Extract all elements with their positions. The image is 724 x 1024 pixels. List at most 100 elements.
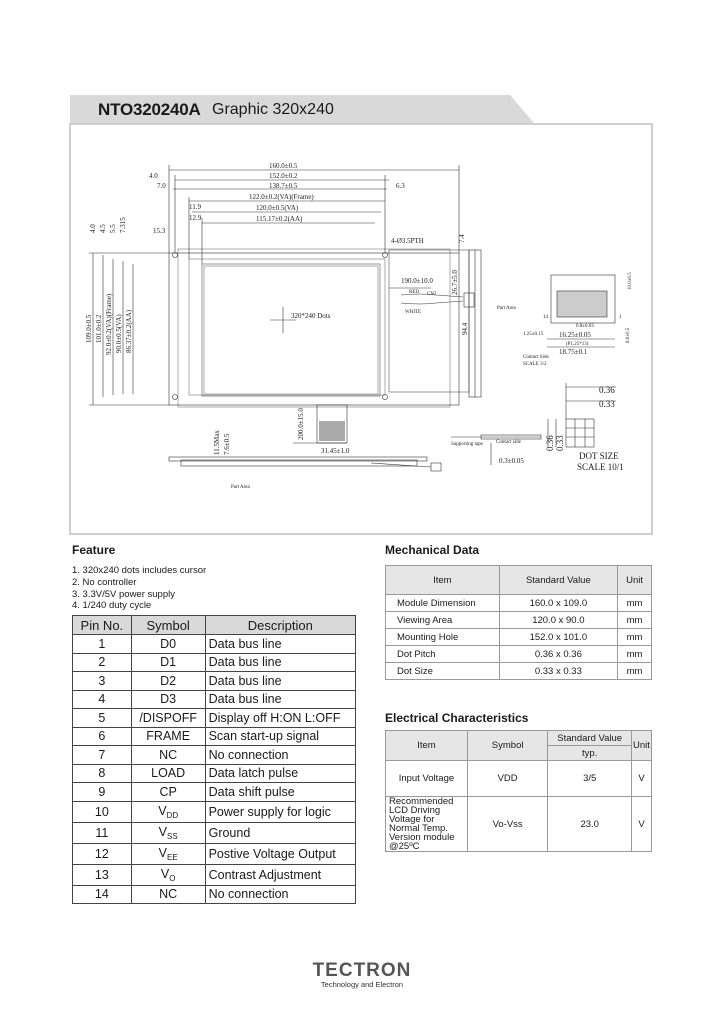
header-banner [70, 95, 534, 123]
brand-logo: TECTRON Technology and Electron [300, 960, 424, 989]
pin-number: 6 [72, 726, 132, 746]
table-row: 4 D3 Data bus line [72, 689, 357, 709]
pin-symbol-text: FRAME [146, 729, 191, 744]
dim-hole: 4-Ø3.5PTH [391, 237, 424, 245]
dim-tab-pitch-total: 16.25±0.05 [559, 331, 591, 339]
brand-tagline: Technology and Electron [320, 980, 404, 989]
supporting-tape-label: Supporting tape [451, 442, 484, 447]
part-description: Graphic 320x240 [212, 101, 334, 118]
connector-label: CN2 [427, 292, 437, 297]
pin-table-header: Pin No. Symbol Description [72, 615, 357, 635]
dot-size-b: 0.33 [555, 435, 565, 451]
pin-number: 2 [72, 652, 132, 672]
mech-item: Module Dimension [385, 594, 500, 612]
pin-number: 10 [72, 800, 132, 823]
dim-tab-pitch: 0.8±0.03 [576, 324, 594, 329]
pin-symbol: D0 [130, 634, 206, 654]
mechanical-table: Item Standard Value Unit Module Dimensio… [385, 565, 652, 680]
dim-side-va: 90.0±0.5(VA) [115, 314, 123, 353]
pin-number: 4 [72, 689, 132, 709]
pin-description: Data bus line [204, 652, 357, 672]
mech-item: Viewing Area [385, 611, 500, 629]
dim-aa: 115.17±0.2(AA) [256, 215, 303, 223]
mech-header-item: Item [385, 565, 500, 595]
pin-description: Data shift pulse [204, 782, 357, 802]
dim-vert-4: 4.0 [89, 224, 97, 233]
dim-thickness: 7.6±0.5 [223, 433, 231, 455]
header-description: Description [204, 615, 357, 635]
contact-side-scale: Contact Side [523, 355, 549, 360]
pin-description: Scan start-up signal [204, 726, 357, 746]
pin-symbol-text: D3 [160, 692, 177, 707]
pin-number: 5 [72, 708, 132, 728]
electrical-table: Item Symbol Standard Value Unit typ. Inp… [385, 730, 653, 852]
table-row: 6 FRAME Scan start-up signal [72, 726, 357, 746]
dim-tab-total: 18.75±0.1 [559, 348, 588, 356]
dim-side-height: 109.0±0.5 [85, 314, 93, 343]
elec-unit: V [630, 796, 653, 852]
pin-description: No connection [204, 884, 357, 904]
pin-description: Data latch pulse [204, 763, 357, 783]
tab-pin-count: 14 [543, 315, 549, 320]
pin-description: Display off H:ON L:OFF [204, 708, 357, 728]
dim-offset-4: 4.0 [149, 172, 158, 180]
scale-101: SCALE 10/1 [577, 462, 624, 472]
dim-offset-7: 7.0 [157, 182, 166, 190]
dim-vert-45: 4.5 [99, 224, 107, 233]
dim-mount-width: 152.0±0.2 [269, 172, 298, 180]
elec-header-item: Item [385, 730, 468, 761]
pin-description: Data bus line [204, 671, 357, 691]
dim-vert-55: 5.5 [109, 224, 117, 233]
pin-number: 12 [72, 842, 132, 865]
elec-item: Input Voltage [385, 760, 468, 797]
mech-value: 120.0 x 90.0 [498, 611, 619, 629]
dim-tab-width: 31.45±1.0 [321, 447, 350, 455]
center-dots-label: 320*240 Dots [291, 312, 331, 320]
pin-symbol-subscript: SS [166, 831, 178, 841]
pin-description: Data bus line [204, 634, 357, 654]
pin-symbol: D1 [130, 652, 206, 672]
dim-tab-height: 94.4 [461, 322, 469, 335]
banner-shape [70, 95, 534, 123]
pin-symbol-text: /DISPOFF [139, 710, 197, 725]
dim-module-width: 160.0±0.5 [269, 162, 298, 170]
pin-symbol-subscript: O [169, 873, 176, 883]
pin-symbol-text: D0 [160, 636, 177, 651]
feature-item: 1. 320x240 dots includes cursor [72, 565, 207, 576]
mechanical-title: Mechanical Data [385, 543, 480, 557]
dim-film-thickness: 0.3±0.05 [499, 457, 524, 465]
dim-tab-side: 6.0±0.5 [626, 327, 631, 343]
feature-item: 3. 3.3V/5V power supply [72, 588, 175, 600]
pin-symbol: CP [130, 782, 206, 802]
wire-white: WHITE [405, 310, 421, 315]
pin-symbol: FRAME [130, 726, 206, 746]
pin-description: No connection [204, 745, 357, 765]
pin-description: Ground [204, 821, 357, 844]
pin-symbol: LOAD [130, 763, 206, 783]
pin-symbol-text: V [158, 803, 167, 818]
part-area-label: Part Area [497, 306, 517, 311]
pin-description: Data bus line [204, 689, 357, 709]
brand-name: TECTRON [312, 960, 412, 981]
dim-tab-edge: 1.25±0.15 [523, 332, 544, 337]
wire-red: RED [409, 290, 419, 295]
pin-description: Power supply for logic [204, 800, 357, 823]
elec-header-symbol: Symbol [466, 730, 549, 761]
aa-inner [203, 265, 379, 395]
pin-symbol-text: LOAD [151, 766, 186, 781]
dim-right-offset: 6.3 [396, 182, 405, 190]
frame-outline [177, 248, 451, 408]
mech-unit: mm [617, 611, 652, 629]
mech-value: 0.36 x 0.36 [498, 645, 619, 663]
pin-number: 11 [72, 821, 132, 844]
dim-bottom-tab: 200.0±15.0 [297, 408, 305, 440]
